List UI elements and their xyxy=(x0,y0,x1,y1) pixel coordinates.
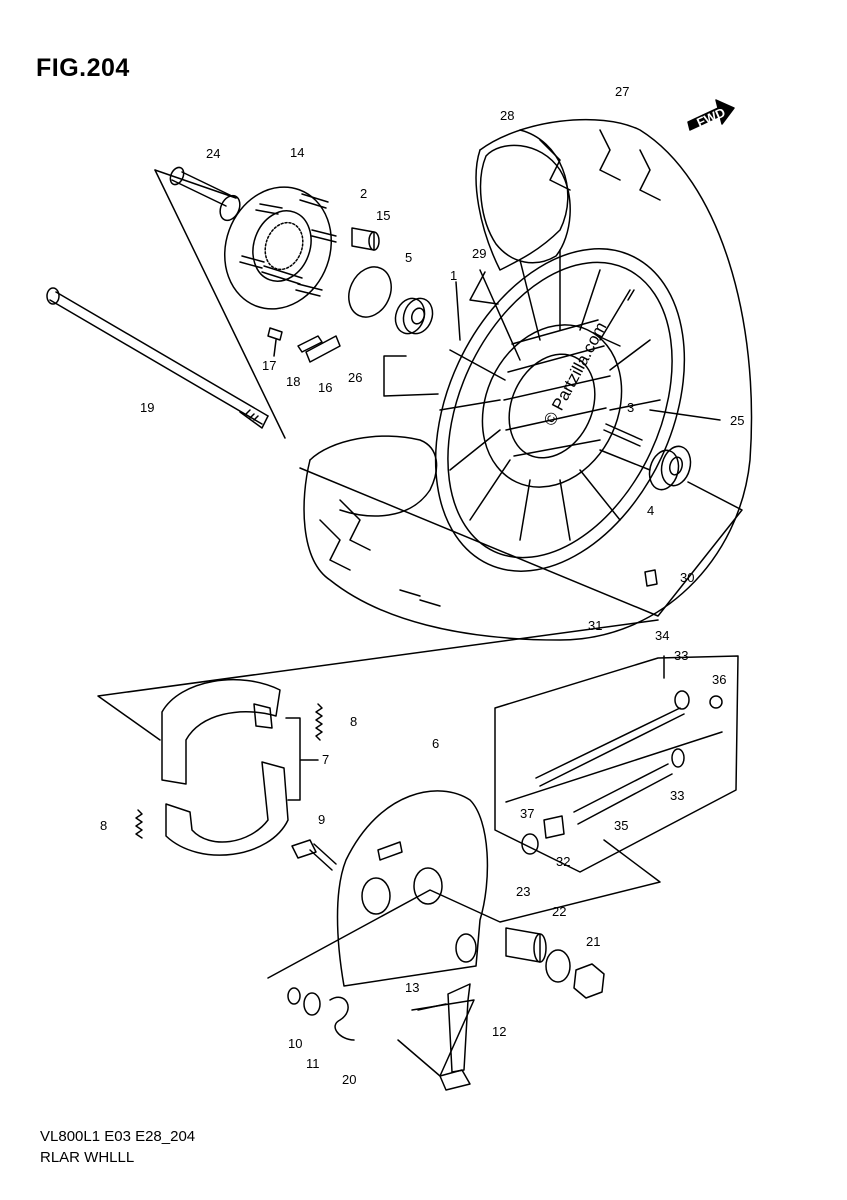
callout-36: 36 xyxy=(712,672,726,687)
hub-flange-part xyxy=(223,186,337,310)
forward-label: FWD xyxy=(694,105,727,131)
clip-part xyxy=(287,987,301,1005)
brake-panel-part xyxy=(336,790,489,987)
leader-line xyxy=(597,289,635,347)
callout-32: 32 xyxy=(556,854,570,869)
brake-lever-part xyxy=(447,983,471,1073)
collar-sleeve-part xyxy=(169,166,241,222)
washer-part xyxy=(545,949,571,983)
callout-35: 35 xyxy=(614,818,628,833)
diagram-caption: RLAR WHLLL xyxy=(40,1149,135,1166)
callout-1: 1 xyxy=(450,268,457,283)
axle-part xyxy=(46,287,269,429)
lock-washer-part xyxy=(297,335,323,353)
leader-line xyxy=(97,619,659,741)
callout-15: 15 xyxy=(376,208,390,223)
callout-7: 7 xyxy=(322,752,329,767)
callout-8-lower: 8 xyxy=(100,818,107,833)
callout-labels: 1 2 3 4 5 6 7 8 8 9 10 11 12 13 14 15 16… xyxy=(100,84,744,1087)
callout-27: 27 xyxy=(615,84,629,99)
leader-line xyxy=(267,839,661,979)
nut-part xyxy=(521,833,539,855)
callout-14: 14 xyxy=(290,145,304,160)
callout-17: 17 xyxy=(262,358,276,373)
pin-part xyxy=(709,695,723,709)
leader-line xyxy=(154,169,286,439)
washer-part xyxy=(303,992,321,1016)
callout-19: 19 xyxy=(140,400,154,415)
callout-18: 18 xyxy=(286,374,300,389)
leader-line xyxy=(285,717,319,801)
callout-13: 13 xyxy=(405,980,419,995)
joint-part xyxy=(674,690,690,710)
leader-line xyxy=(505,731,723,803)
callout-4: 4 xyxy=(647,503,654,518)
sleeve-end xyxy=(533,933,547,963)
callout-3: 3 xyxy=(627,400,634,415)
adjust-nut-part xyxy=(543,815,565,839)
forward-arrow-icon: FWD xyxy=(687,99,735,131)
callout-5: 5 xyxy=(405,250,412,265)
castle-nut-part xyxy=(573,963,605,999)
inner-tube-part xyxy=(479,144,571,264)
bolt-part xyxy=(267,327,283,357)
leader-line xyxy=(383,355,439,397)
callout-21: 21 xyxy=(586,934,600,949)
callout-37: 37 xyxy=(520,806,534,821)
lock-plate-part xyxy=(305,335,341,363)
return-spring-part xyxy=(329,996,355,1041)
wheel-rim-part xyxy=(434,248,686,572)
callout-20: 20 xyxy=(342,1072,356,1087)
callout-11: 11 xyxy=(306,1056,320,1071)
callout-24: 24 xyxy=(206,146,220,161)
cotter-pin-part xyxy=(644,569,658,587)
spring-part xyxy=(135,809,143,839)
callout-34: 34 xyxy=(655,628,669,643)
o-ring-part xyxy=(348,266,392,318)
clevis-part xyxy=(439,1069,471,1091)
callout-29: 29 xyxy=(472,246,486,261)
leader-line xyxy=(469,271,499,305)
callout-12: 12 xyxy=(492,1024,506,1039)
wheel-bearing-part xyxy=(648,445,692,491)
callout-25: 25 xyxy=(730,413,744,428)
brake-rod-part xyxy=(535,707,685,787)
callout-22: 22 xyxy=(552,904,566,919)
leader-line xyxy=(299,467,743,617)
leader-line xyxy=(494,655,739,873)
leader-line xyxy=(455,281,461,341)
spring-part xyxy=(315,703,323,741)
leader-line xyxy=(649,409,721,421)
leader-line xyxy=(154,169,237,199)
callout-33-upper: 33 xyxy=(674,648,688,663)
rod-spring-part xyxy=(573,763,673,825)
brake-cam-part xyxy=(291,839,337,871)
callout-33-lower: 33 xyxy=(670,788,684,803)
callout-23: 23 xyxy=(516,884,530,899)
model-code: VL800L1 E03 E28_204 xyxy=(40,1128,196,1145)
washer-part xyxy=(671,748,685,768)
callout-8-upper: 8 xyxy=(350,714,357,729)
callout-10: 10 xyxy=(288,1036,302,1051)
hub-spacer-part xyxy=(603,423,643,447)
leader-line xyxy=(397,999,475,1077)
callout-28: 28 xyxy=(500,108,514,123)
callout-31: 31 xyxy=(588,618,602,633)
spacer-part xyxy=(351,227,380,251)
callout-2: 2 xyxy=(360,186,367,201)
callout-16: 16 xyxy=(318,380,332,395)
callout-26: 26 xyxy=(348,370,362,385)
callout-6: 6 xyxy=(432,736,439,751)
bearing-part xyxy=(394,297,434,335)
callout-9: 9 xyxy=(318,812,325,827)
brake-shoe-part xyxy=(161,678,289,856)
callout-30: 30 xyxy=(680,570,694,585)
figure-title: FIG.204 xyxy=(36,54,130,82)
